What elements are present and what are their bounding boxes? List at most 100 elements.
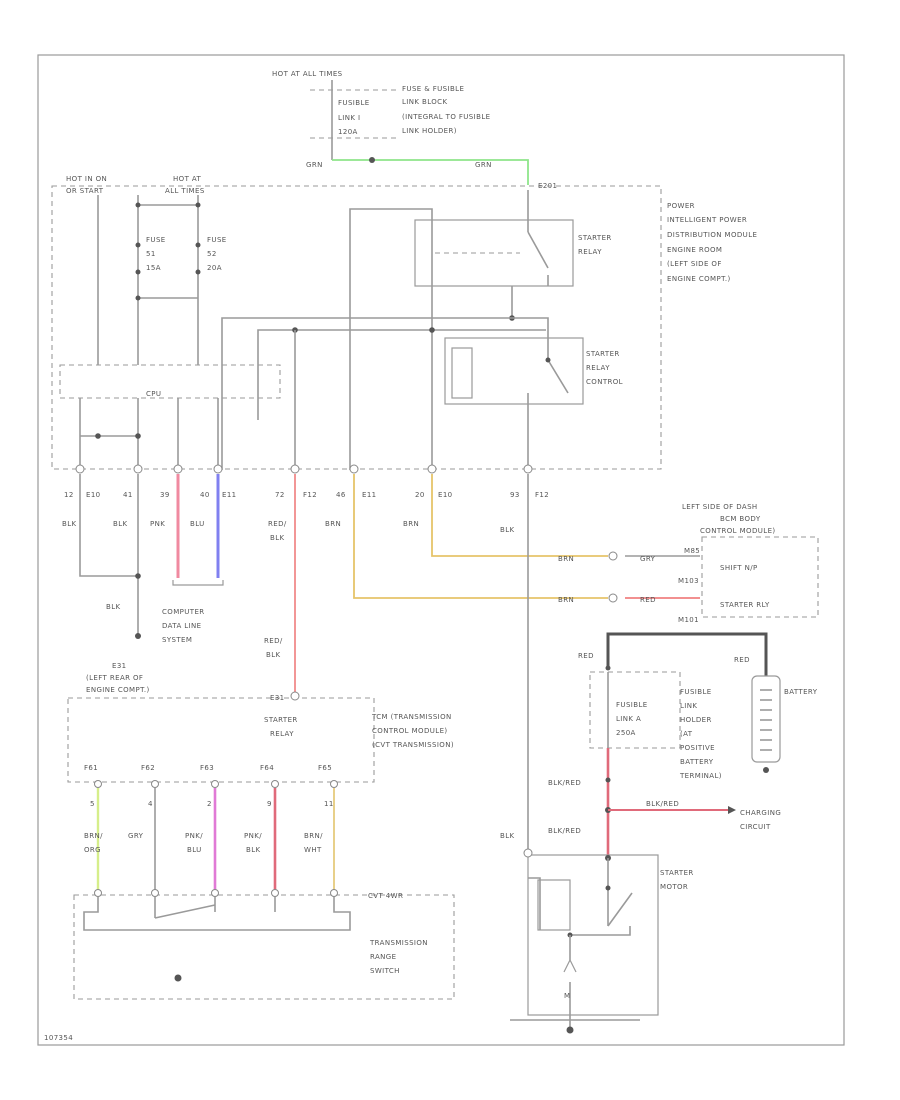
bat-wire-red-left: RED [578,652,594,660]
brn-wire-starter [353,474,608,599]
charging-circuit-1: CHARGING [740,809,781,817]
bcm-wire-a-right: GRY [640,555,656,563]
wire-label-red-blk-2: BLK [270,534,285,542]
fuse-block-desc-2: LINK BLOCK [402,98,447,106]
battery-positive-cable [606,632,768,676]
tcm-loc-2: ENGINE COMPT.) [86,686,150,694]
bcm-wire-a-left: BRN [558,555,574,563]
conn-label-f12: F12 [303,491,317,499]
ipdm-name-4: ENGINE ROOM [667,246,722,254]
starter-control-label-3: CONTROL [586,378,623,386]
charging-arrow-icon [728,806,736,814]
tcm-relay-1: STARTER [264,716,298,724]
fusible-link-label-2: LINK I [338,114,360,122]
range-switch-label-2: RANGE [370,953,396,961]
tcm-pin-5-conn: F65 [318,764,332,772]
bcm-pin-c: M101 [678,616,699,624]
tcm-pin-4-conn: F64 [260,764,274,772]
conn-label-20: 20 [415,491,425,499]
bcm-pin-b: M103 [678,577,699,585]
conn-label-e11: E11 [222,491,237,499]
ipdm-box [51,185,662,470]
bcm-wire-b-left: BRN [558,596,574,604]
tcm-wire-5b: WHT [304,846,322,854]
computer-link-label-2: DATA LINE [162,622,201,630]
computer-link-label-3: SYSTEM [162,636,192,644]
ground-icon [566,1026,574,1034]
wire-label-brn-2: BRN [403,520,419,528]
bat-wire-red-right: RED [734,656,750,664]
range-switch-pins [94,889,338,897]
splice-dot [369,157,375,163]
grn-wire [332,159,529,185]
tcm-pin-5-num: 11 [324,800,334,808]
tcm-conn-label: E31 [112,662,127,670]
conn-label-39: 39 [160,491,170,499]
tcm-relay-2: RELAY [270,730,294,738]
conn-label-e10b: E10 [438,491,453,499]
conn-label-e11b: E11 [362,491,377,499]
bcm-pin-a: M85 [684,547,700,555]
fuse-b-label-1: FUSE [207,236,227,244]
starter-motor-box [527,854,659,1016]
ipdm-name-6: ENGINE COMPT.) [667,275,731,283]
wire-label-red-blk-3: RED/ [264,637,283,645]
range-switch-box [73,894,455,1000]
bcm-label-2: BCM BODY [720,515,761,523]
fusible-link-label-1: FUSIBLE [338,99,370,107]
range-switch-conn: CVT 4WR [368,892,403,900]
hot-all-label-1: HOT AT [173,175,202,183]
grn-wire-label-right: GRN [475,161,492,169]
bcm-shift-label: SHIFT N/P [720,564,758,572]
hot-ign-label-1: HOT IN ON [66,175,107,183]
tcm-wire-3b: BLU [187,846,202,854]
tcm-pin-1-num: 5 [90,800,95,808]
starter-motor-label-1: STARTER [660,869,694,877]
bcm-starter-rly-label: STARTER RLY [720,601,770,609]
link-holder-3: HOLDER [680,716,712,724]
tcm-box [67,697,375,783]
fuse-b-label-3: 20A [207,264,222,272]
starter-relay-box [414,219,574,287]
tcm-wire-4b: BLK [246,846,261,854]
tcm-pin-4-num: 9 [267,800,272,808]
starter-control-label-2: RELAY [586,364,610,372]
starter-control-label-1: STARTER [586,350,620,358]
ipdm-name-3: DISTRIBUTION MODULE [667,231,757,239]
charging-wire-label: BLK/RED [646,800,679,808]
link-holder-2: LINK [680,702,697,710]
fusible-link-holder-box [589,671,681,749]
wire-label-blk-2: BLK [113,520,128,528]
range-switch-label-1: TRANSMISSION [369,939,428,947]
bat-wire-blk-red-1: BLK/RED [548,779,581,787]
tcm-loc-1: (LEFT REAR OF [86,674,143,682]
tcm-pin-2-conn: F62 [141,764,155,772]
conn-label-41: 41 [123,491,133,499]
fusible-link-label-a2: LINK A [616,715,641,723]
tcm-wire-2: GRY [128,832,144,840]
tcm-wire-4a: PNK/ [244,832,262,840]
cpu-label: CPU [146,390,161,398]
wire-label-brn-1: BRN [325,520,341,528]
starter-motor-label-2: MOTOR [660,883,688,891]
bcm-label-3: CONTROL MODULE) [700,527,776,535]
fuse-a-label-3: 15A [146,264,161,272]
wire-label-red-blk-4: BLK [266,651,281,659]
bcm-box [701,536,819,618]
link-holder-1: FUSIBLE [680,688,712,696]
fuse-block-desc-4: LINK HOLDER) [402,127,457,135]
tcm-pin-3-conn: F63 [200,764,214,772]
fuse-block-desc-1: FUSE & FUSIBLE [402,85,464,93]
conn-label-f12b: F12 [535,491,549,499]
range-switch-label-3: SWITCH [370,967,400,975]
link-holder-7: TERMINAL) [679,772,722,780]
grn-wire-label-left: GRN [306,161,323,169]
tcm-wire-1b: ORG [84,846,101,854]
fusible-link-label-a3: 250A [616,729,636,737]
wire-label-pnk: PNK [150,520,165,528]
battery-label: BATTERY [784,688,818,696]
tcm-wire-5a: BRN/ [304,832,323,840]
wire-label-blu: BLU [190,520,205,528]
ipdm-pins [75,464,533,474]
